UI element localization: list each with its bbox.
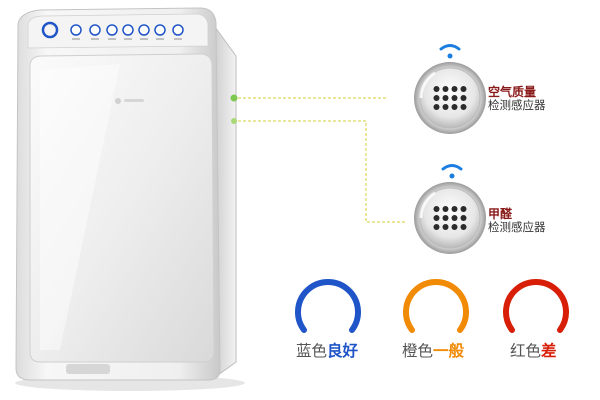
sensor-title-formaldehyde: 甲醛: [488, 207, 513, 221]
indicator-label-blue: 蓝色良好: [296, 342, 359, 360]
air-quality-sensor: [414, 44, 486, 134]
blue-indicator-ring: [295, 279, 361, 333]
sensor-title-air: 空气质量: [488, 85, 537, 99]
panel-button[interactable]: [89, 24, 101, 40]
control-panel: [41, 21, 184, 40]
indicator-color-name: 红色: [510, 342, 542, 360]
panel-button[interactable]: [106, 24, 118, 40]
indicator-label-red: 红色差: [510, 342, 557, 360]
wifi-icon: [439, 44, 461, 51]
sensor-subtitle-formaldehyde: 检测感应器: [488, 220, 546, 234]
panel-button[interactable]: [138, 24, 150, 40]
sensor-led-air: [230, 94, 238, 102]
sensor-grille-icon: [433, 206, 467, 230]
red-indicator-ring: [503, 279, 569, 333]
panel-button[interactable]: [70, 24, 82, 40]
formaldehyde-sensor: [414, 164, 486, 254]
indicator-color-name: 橙色: [402, 342, 434, 360]
wifi-icon: [441, 164, 463, 171]
air-purifier: [15, 7, 238, 381]
connector-formaldehyde: [238, 120, 406, 223]
sensor-subtitle-air: 检测感应器: [488, 98, 546, 112]
panel-button[interactable]: [122, 24, 134, 40]
sensor-grille-icon: [433, 86, 467, 110]
connector-lines: [238, 97, 406, 223]
indicator-quality: 良好: [327, 342, 359, 360]
indicator-label-orange: 橙色一般: [402, 342, 465, 360]
panel-button[interactable]: [172, 24, 184, 40]
power-button[interactable]: [41, 21, 59, 39]
indicator-color-name: 蓝色: [296, 342, 328, 360]
orange-indicator-ring: [403, 279, 469, 333]
sensor-led-formaldehyde: [231, 118, 237, 124]
indicator-quality: 差: [541, 342, 557, 360]
panel-button[interactable]: [154, 24, 166, 40]
indicator-quality: 一般: [433, 342, 465, 360]
